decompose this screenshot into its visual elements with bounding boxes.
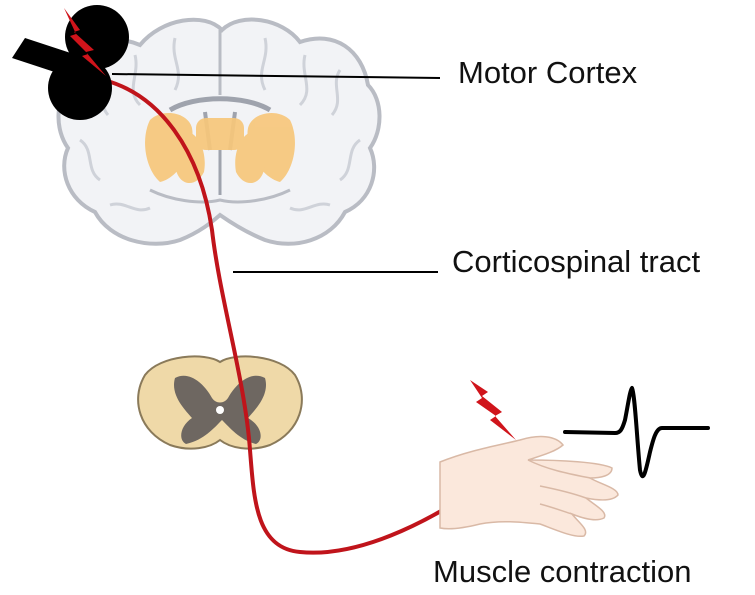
- motor-cortex-label: Motor Cortex: [458, 57, 637, 88]
- hand-icon: [440, 437, 618, 537]
- spinal-cord-cross-section: [138, 356, 302, 448]
- muscle-contraction-label: Muscle contraction: [433, 556, 691, 587]
- lightning-icon: [470, 380, 516, 440]
- central-canal: [216, 406, 224, 414]
- corticospinal-tract-label: Corticospinal tract: [452, 246, 700, 277]
